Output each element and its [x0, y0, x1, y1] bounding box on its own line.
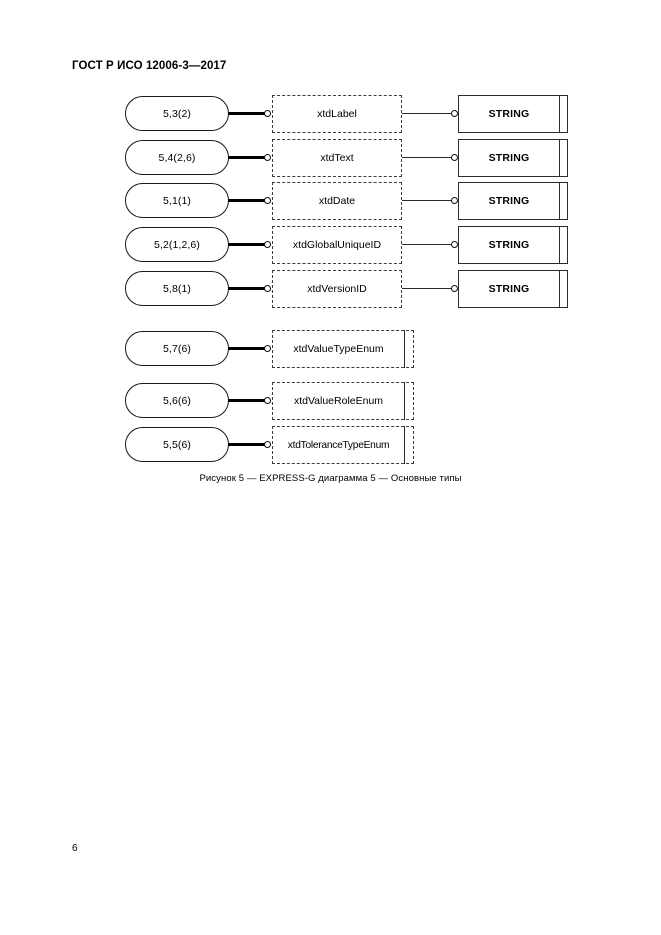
connector-circle-icon: [451, 110, 458, 117]
type-to-base-connector: [402, 200, 452, 202]
base-type-label: STRING: [488, 152, 530, 164]
page-reference-node[interactable]: 5,3(2): [125, 96, 229, 131]
base-type-inner-rule: [559, 181, 560, 221]
page-reference-label: 5,6(6): [162, 394, 192, 407]
connector-circle-icon: [451, 285, 458, 292]
enumeration-type-box[interactable]: xtdToleranceTypeEnum: [272, 426, 414, 464]
connector-circle-icon: [451, 154, 458, 161]
enumeration-type-box[interactable]: xtdValueTypeEnum: [272, 330, 414, 368]
base-type-box[interactable]: STRING: [458, 138, 568, 178]
diagram-row: 5,2(1,2,6) xtdGlobalUniqueID STRING: [0, 225, 661, 265]
reference-connector: [228, 156, 266, 159]
page-reference-label: 5,5(6): [162, 438, 192, 451]
connector-circle-icon: [264, 110, 271, 117]
base-type-box[interactable]: STRING: [458, 269, 568, 309]
connector-circle-icon: [264, 241, 271, 248]
page-reference-node[interactable]: 5,8(1): [125, 271, 229, 306]
defined-type-box[interactable]: xtdDate: [272, 182, 402, 220]
reference-connector: [228, 112, 266, 115]
type-to-base-connector: [402, 288, 452, 290]
base-type-box[interactable]: STRING: [458, 181, 568, 221]
figure-caption: Рисунок 5 — EXPRESS-G диаграмма 5 — Осно…: [199, 473, 462, 484]
base-type-inner-rule: [559, 94, 560, 134]
page-reference-node[interactable]: 5,1(1): [125, 183, 229, 218]
connector-circle-icon: [264, 154, 271, 161]
base-type-inner-rule: [559, 269, 560, 309]
page-reference-label: 5,8(1): [162, 282, 192, 295]
defined-type-label: xtdDate: [318, 195, 356, 207]
type-to-base-connector: [402, 244, 452, 246]
page-number: 6: [72, 843, 78, 854]
defined-type-label: xtdText: [320, 152, 354, 164]
diagram-row: 5,4(2,6) xtdText STRING: [0, 138, 661, 178]
connector-circle-icon: [264, 285, 271, 292]
defined-type-label: xtdGlobalUniqueID: [292, 239, 382, 251]
express-g-diagram: 5,3(2) xtdLabel STRING 5,4(2,6) xtdText: [0, 94, 661, 484]
base-type-label: STRING: [488, 108, 530, 120]
defined-type-box[interactable]: xtdText: [272, 139, 402, 177]
page-reference-label: 5,2(1,2,6): [154, 238, 200, 251]
enumeration-inner-rule: [404, 426, 405, 464]
reference-connector: [228, 347, 266, 350]
enumeration-type-label: xtdValueTypeEnum: [293, 343, 384, 355]
connector-circle-icon: [264, 441, 271, 448]
page-reference-node[interactable]: 5,5(6): [125, 427, 229, 462]
base-type-inner-rule: [559, 225, 560, 265]
type-to-base-connector: [402, 113, 452, 115]
diagram-row: 5,1(1) xtdDate STRING: [0, 181, 661, 221]
page-reference-node[interactable]: 5,7(6): [125, 331, 229, 366]
type-to-base-connector: [402, 157, 452, 159]
enumeration-type-box[interactable]: xtdValueRoleEnum: [272, 382, 414, 420]
connector-circle-icon: [451, 197, 458, 204]
connector-circle-icon: [451, 241, 458, 248]
enumeration-type-label: xtdToleranceTypeEnum: [287, 439, 390, 451]
diagram-row-enum: 5,5(6) xtdToleranceTypeEnum: [0, 425, 661, 465]
page-reference-node[interactable]: 5,6(6): [125, 383, 229, 418]
document-header: ГОСТ Р ИСО 12006-3—2017: [72, 60, 227, 72]
reference-connector: [228, 287, 266, 290]
page-reference-node[interactable]: 5,4(2,6): [125, 140, 229, 175]
defined-type-label: xtdLabel: [317, 108, 357, 120]
defined-type-box[interactable]: xtdLabel: [272, 95, 402, 133]
page-reference-label: 5,1(1): [162, 194, 192, 207]
reference-connector: [228, 243, 266, 246]
base-type-box[interactable]: STRING: [458, 94, 568, 134]
diagram-row-enum: 5,7(6) xtdValueTypeEnum: [0, 329, 661, 369]
base-type-label: STRING: [488, 195, 530, 207]
enumeration-type-label: xtdValueRoleEnum: [293, 395, 384, 407]
page-reference-label: 5,3(2): [162, 107, 192, 120]
connector-circle-icon: [264, 197, 271, 204]
enumeration-inner-rule: [404, 382, 405, 420]
reference-connector: [228, 399, 266, 402]
connector-circle-icon: [264, 397, 271, 404]
reference-connector: [228, 443, 266, 446]
base-type-inner-rule: [559, 138, 560, 178]
page-reference-label: 5,4(2,6): [158, 151, 196, 164]
page-reference-label: 5,7(6): [162, 342, 192, 355]
base-type-label: STRING: [488, 283, 530, 295]
base-type-label: STRING: [488, 239, 530, 251]
reference-connector: [228, 199, 266, 202]
diagram-row: 5,3(2) xtdLabel STRING: [0, 94, 661, 134]
diagram-row: 5,8(1) xtdVersionID STRING: [0, 269, 661, 309]
defined-type-label: xtdVersionID: [307, 283, 367, 295]
defined-type-box[interactable]: xtdVersionID: [272, 270, 402, 308]
connector-circle-icon: [264, 345, 271, 352]
diagram-row-enum: 5,6(6) xtdValueRoleEnum: [0, 381, 661, 421]
defined-type-box[interactable]: xtdGlobalUniqueID: [272, 226, 402, 264]
page-reference-node[interactable]: 5,2(1,2,6): [125, 227, 229, 262]
base-type-box[interactable]: STRING: [458, 225, 568, 265]
enumeration-inner-rule: [404, 330, 405, 368]
